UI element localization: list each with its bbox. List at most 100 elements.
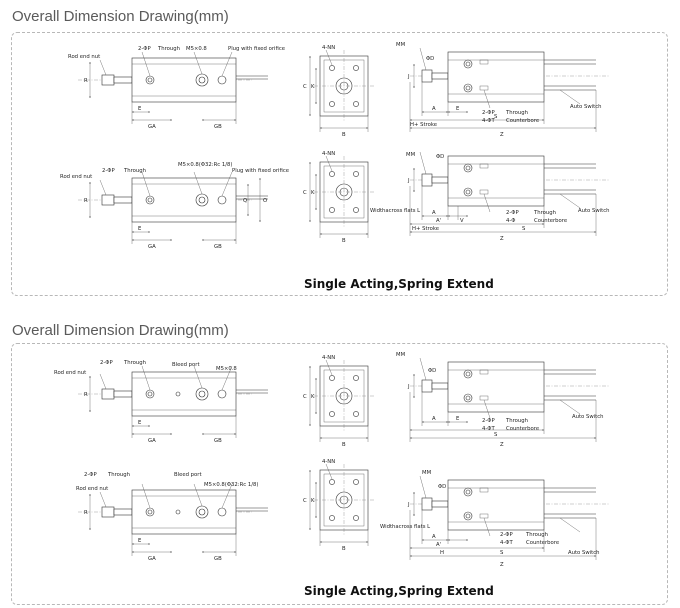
- label: 4-Φ: [506, 218, 515, 224]
- label: Rod end nut: [60, 174, 92, 180]
- label: ΦD: [436, 154, 444, 160]
- s2-side-view-b: 2-ΦP Through Bleed port M5×0.8(Φ32:Rc 1/…: [76, 472, 268, 562]
- label: A: [432, 534, 436, 540]
- label: E: [138, 226, 142, 232]
- label: Plug with fixed orifice: [228, 46, 285, 52]
- label: K: [311, 498, 315, 504]
- s1-end-view-b: 4-NN C K B: [303, 151, 374, 244]
- section-2-title: Overall Dimension Drawing(mm): [12, 322, 229, 339]
- s2-end-view-a: 4-NN C K B: [303, 355, 374, 448]
- label: 2-ΦP: [482, 110, 495, 116]
- label: Q: [243, 198, 247, 204]
- label: 2-ΦP: [482, 418, 495, 424]
- label: 4-ΦT: [500, 540, 513, 546]
- label: 2-ΦP: [506, 210, 519, 216]
- label: E: [456, 106, 460, 112]
- label: K: [311, 394, 315, 400]
- label: Auto Switch: [570, 104, 602, 110]
- label: Counterbore: [506, 118, 539, 124]
- section-2-frame: [11, 343, 668, 605]
- label: ΦD: [426, 56, 434, 62]
- label: GB: [214, 438, 222, 444]
- label: GB: [214, 244, 222, 250]
- label: 2-ΦP: [102, 168, 115, 174]
- label: M5×0.8: [216, 366, 237, 372]
- label: 2-ΦP: [84, 472, 97, 478]
- label: S: [494, 114, 498, 120]
- s2-top-view-b: MM ΦD J Widthacross flats L A A' H 2-ΦP …: [380, 470, 610, 568]
- label: ΦD: [428, 368, 436, 374]
- label: Widthacross flats L: [380, 524, 430, 530]
- label: C: [303, 84, 307, 90]
- label: Widthacross flats L: [370, 208, 420, 214]
- label: Auto Switch: [568, 550, 600, 556]
- label: 4-ΦT: [482, 118, 495, 124]
- label: 4-ΦT: [482, 426, 495, 432]
- label: 2-ΦP: [100, 360, 113, 366]
- label: Through: [157, 46, 180, 52]
- label: M5×0.8(Φ32:Rc 1/8): [178, 162, 232, 168]
- label: Z: [500, 562, 504, 568]
- label: A: [432, 210, 436, 216]
- label: Rod end nut: [54, 370, 86, 376]
- label: E: [138, 106, 142, 112]
- label: Through: [505, 110, 528, 116]
- label: A': [436, 542, 441, 548]
- label: Rod end nut: [68, 54, 100, 60]
- label: Bleed port: [172, 362, 200, 368]
- label: Counterbore: [526, 540, 559, 546]
- label: Through: [107, 472, 130, 478]
- label: MM: [422, 470, 432, 476]
- label: J: [407, 74, 410, 80]
- label: M5×0.8: [186, 46, 207, 52]
- label: C: [303, 498, 307, 504]
- label: C: [303, 190, 307, 196]
- s1-side-view-a: 2-ΦP Through M5×0.8 Plug with fixed orif…: [68, 46, 285, 130]
- label: Counterbore: [506, 426, 539, 432]
- label: Through: [123, 360, 146, 366]
- label: 4-NN: [322, 459, 335, 465]
- label: B: [342, 238, 346, 244]
- label: Plug with fixed orifice: [232, 168, 289, 174]
- label: E: [138, 538, 142, 544]
- label: Z: [500, 132, 504, 138]
- label: R: [84, 198, 88, 204]
- label: E: [456, 416, 460, 422]
- label: Rod end nut: [76, 486, 108, 492]
- label: J: [407, 384, 410, 390]
- label: Counterbore: [534, 218, 567, 224]
- s2-end-view-b: 4-NN C K B: [303, 459, 374, 552]
- label: S: [522, 226, 526, 232]
- label: S: [494, 432, 498, 438]
- label: Through: [525, 532, 548, 538]
- label: 2-ΦP: [138, 46, 151, 52]
- label: H+ Stroke: [410, 122, 437, 128]
- label: B: [342, 132, 346, 138]
- label: GB: [214, 556, 222, 562]
- label: A: [432, 106, 436, 112]
- label: GA: [148, 244, 156, 250]
- label: V: [460, 218, 464, 224]
- label: H+ Stroke: [412, 226, 439, 232]
- s1-top-view-a: MM ΦD J A E 2-ΦP Through 4-ΦT Counterbor…: [396, 42, 610, 138]
- label: R: [84, 392, 88, 398]
- s2-side-view-a: 2-ΦP Through Bleed port M5×0.8 Rod end n…: [54, 360, 268, 444]
- label: GB: [214, 124, 222, 130]
- label: R: [84, 78, 88, 84]
- label: MM: [406, 152, 416, 158]
- section-1-title: Overall Dimension Drawing(mm): [12, 8, 229, 25]
- label: K: [311, 190, 315, 196]
- label: GA: [148, 124, 156, 130]
- label: B: [342, 546, 346, 552]
- label: K: [311, 84, 315, 90]
- label: Auto Switch: [572, 414, 604, 420]
- section-1-caption: Single Acting,Spring Extend: [304, 277, 494, 291]
- label: Bleed port: [174, 472, 202, 478]
- label: GA: [148, 556, 156, 562]
- label: Z: [500, 442, 504, 448]
- label: Through: [505, 418, 528, 424]
- label: S: [500, 550, 504, 556]
- label: A: [432, 416, 436, 422]
- label: Auto Switch: [578, 208, 610, 214]
